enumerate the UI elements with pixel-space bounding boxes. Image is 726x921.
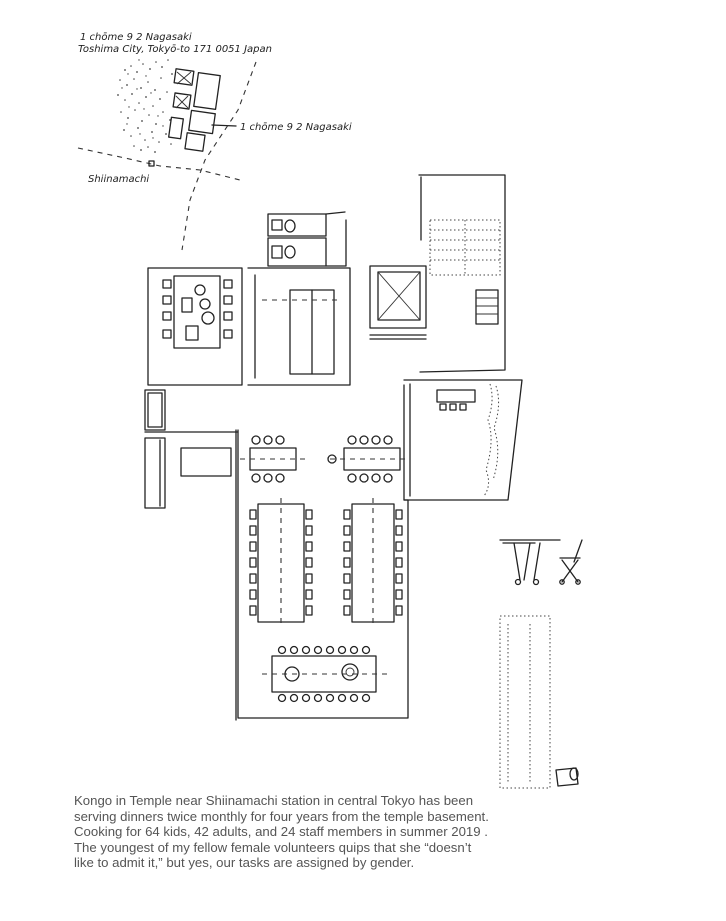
vegetation-stipple <box>117 59 173 153</box>
station-marker <box>148 160 155 167</box>
terrace <box>403 379 523 501</box>
station-label: Shiinamachi <box>88 174 149 185</box>
floor-plan <box>144 174 523 721</box>
address-line-2: Toshima City, Tokyō-to 171 0051 Japan <box>78 44 272 55</box>
floor-plan-drawing: 1 chōme 9 2 Nagasaki Toshima City, Tokyō… <box>77 32 583 789</box>
dining-hall <box>235 384 410 721</box>
corridor <box>247 267 351 386</box>
hall-outline <box>418 174 506 373</box>
callout-leader <box>211 124 237 127</box>
tall-cabinet-sketch <box>499 615 579 789</box>
table-detail-sketch <box>499 539 561 586</box>
location-map: 1 chōme 9 2 Nagasaki Toshima City, Tokyō… <box>77 32 352 251</box>
caption-text: Kongo in Temple near Shiinamachi station… <box>74 793 489 871</box>
folding-chair-sketch <box>559 539 583 585</box>
road-dashed <box>77 147 241 181</box>
address-line-1: 1 chōme 9 2 Nagasaki <box>80 32 192 43</box>
side-storage <box>144 389 239 509</box>
elevator-shaft <box>369 265 427 340</box>
left-room <box>147 267 243 386</box>
temple-buildings <box>168 68 221 152</box>
callout-label: 1 chōme 9 2 Nagasaki <box>240 122 352 133</box>
road-dashed-vertical <box>181 61 257 251</box>
restrooms <box>267 211 347 267</box>
stairs <box>429 219 501 325</box>
